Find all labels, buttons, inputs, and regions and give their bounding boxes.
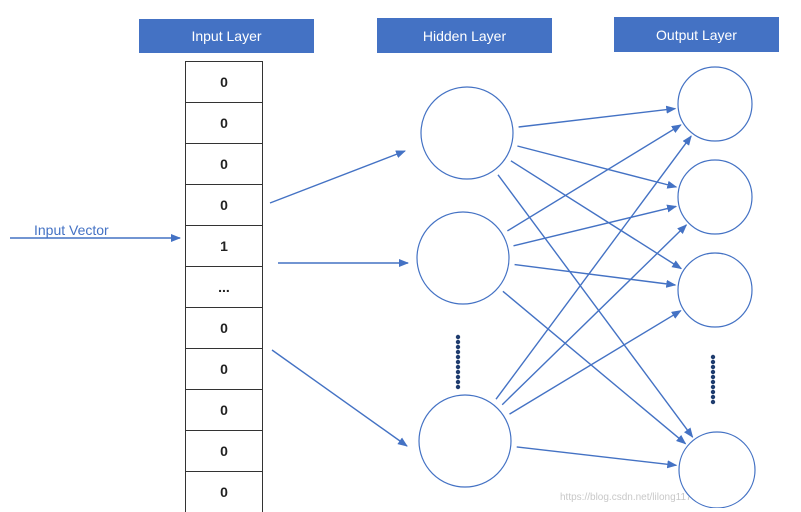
hidden-ellipsis-dot — [455, 339, 461, 345]
hidden-ellipsis-dot — [455, 334, 461, 340]
vector-cell: 0 — [186, 102, 262, 143]
input-layer-title: Input Layer — [191, 28, 262, 44]
vector-cell: 0 — [186, 430, 262, 471]
vector-cell-value: 0 — [220, 74, 228, 90]
input-vector-column: 0 0 0 0 1... 0 0 0 0 0 — [185, 61, 263, 512]
output-layer-header: Output Layer — [614, 17, 779, 52]
hidden-to-output-arrow — [516, 446, 678, 469]
hidden-to-output-arrow — [501, 224, 688, 406]
output-ellipsis-dot — [710, 354, 716, 360]
hidden-to-output-arrow — [507, 124, 682, 232]
vector-cell: 0 — [186, 389, 262, 430]
hidden-ellipsis-dot — [455, 384, 461, 390]
hidden-to-output-arrow — [517, 145, 678, 189]
hidden-node — [420, 86, 514, 180]
hidden-to-output-arrow — [502, 290, 687, 445]
output-ellipsis-dot — [710, 389, 716, 395]
output-ellipsis-dot — [710, 359, 716, 365]
output-node — [677, 159, 753, 235]
input-to-hidden-arrow — [271, 349, 408, 447]
input-to-hidden-arrow — [269, 150, 406, 204]
vector-cell: 0 — [186, 143, 262, 184]
vector-cell-value: 0 — [220, 320, 228, 336]
output-node — [678, 431, 756, 508]
vector-cell: 1 — [186, 225, 262, 266]
hidden-ellipsis-dot — [455, 364, 461, 370]
vector-cell: 0 — [186, 184, 262, 225]
output-ellipsis-dot — [710, 379, 716, 385]
hidden-ellipsis-dot — [455, 369, 461, 375]
hidden-ellipsis-dot — [455, 349, 461, 355]
hidden-layer-header: Hidden Layer — [377, 18, 552, 53]
vector-cell-value: 1 — [220, 238, 228, 254]
input-vector-label: Input Vector — [34, 222, 109, 238]
vector-cell: 0 — [186, 471, 262, 512]
output-layer-title: Output Layer — [656, 26, 737, 43]
watermark: https://blog.csdn.net/lilong117194 — [560, 492, 709, 503]
vector-cell-value: 0 — [220, 156, 228, 172]
output-ellipsis-dot — [710, 364, 716, 370]
hidden-node — [418, 394, 512, 488]
output-ellipsis-dot — [710, 374, 716, 380]
vector-cell: ... — [186, 266, 262, 307]
hidden-layer-title: Hidden Layer — [422, 27, 507, 44]
output-node — [677, 252, 753, 328]
hidden-to-output-arrow — [518, 105, 677, 128]
vector-cell-value: ... — [218, 279, 230, 295]
hidden-ellipsis-dot — [455, 354, 461, 360]
hidden-ellipsis-dot — [455, 344, 461, 350]
hidden-ellipsis-dot — [455, 374, 461, 380]
hidden-to-output-arrow — [509, 310, 682, 415]
vector-cell: 0 — [186, 307, 262, 348]
hidden-to-output-arrow — [495, 135, 692, 400]
hidden-ellipsis-dot — [455, 359, 461, 365]
hidden-node — [416, 211, 510, 305]
vector-cell-value: 0 — [220, 402, 228, 418]
input-layer-header: Input Layer — [139, 19, 314, 53]
vector-cell-value: 0 — [220, 115, 228, 131]
output-ellipsis-dot — [710, 399, 716, 405]
hidden-to-output-arrow — [514, 263, 677, 288]
hidden-to-output-arrow — [513, 204, 678, 247]
hidden-ellipsis-dot — [455, 379, 461, 385]
vector-cell-value: 0 — [220, 361, 228, 377]
hidden-to-output-arrow — [510, 160, 683, 270]
output-ellipsis-dot — [710, 369, 716, 375]
vector-cell-value: 0 — [220, 484, 228, 500]
vector-cell: 0 — [186, 348, 262, 389]
output-ellipsis-dot — [710, 384, 716, 390]
hidden-to-output-arrow — [497, 174, 694, 438]
vector-cell-value: 0 — [220, 197, 228, 213]
vector-cell: 0 — [186, 61, 262, 102]
vector-cell-value: 0 — [220, 443, 228, 459]
output-node — [677, 66, 753, 142]
output-ellipsis-dot — [710, 394, 716, 400]
